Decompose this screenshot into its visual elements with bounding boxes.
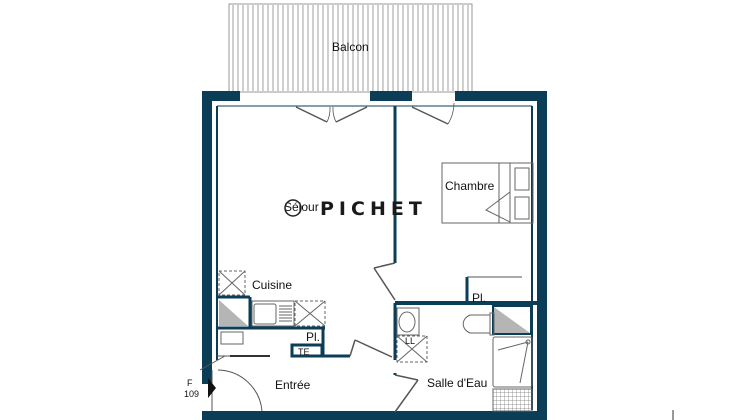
room-label-placard-cuisine: Pl.	[306, 330, 320, 344]
entrance-arrow-icon	[208, 378, 216, 398]
bathroom-fixtures	[396, 307, 533, 412]
apartment-number: 109	[184, 389, 199, 399]
room-label-salle-eau: Salle d'Eau	[427, 376, 487, 390]
bed	[441, 162, 534, 224]
outer-walls	[202, 91, 547, 420]
room-label-entree: Entrée	[275, 378, 311, 392]
inner-walls	[199, 105, 537, 410]
shaft	[494, 307, 530, 333]
room-label-placard-chambre: Pl.	[472, 291, 486, 305]
room-label-chambre: Chambre	[445, 179, 495, 193]
pichet-watermark-logo: PICHET	[284, 198, 427, 220]
balcony	[228, 3, 473, 93]
shaft	[219, 300, 248, 326]
apartment-letter: F	[187, 378, 193, 388]
room-label-cuisine: Cuisine	[252, 278, 292, 292]
room-label-balcon: Balcon	[332, 40, 369, 54]
watermark-text: PICHET	[320, 198, 427, 220]
fixture-label-ll: LL	[405, 336, 415, 346]
fixture-label-te: TE	[298, 347, 310, 357]
kitchen-fixtures	[218, 270, 326, 345]
doors[interactable]	[211, 102, 455, 413]
